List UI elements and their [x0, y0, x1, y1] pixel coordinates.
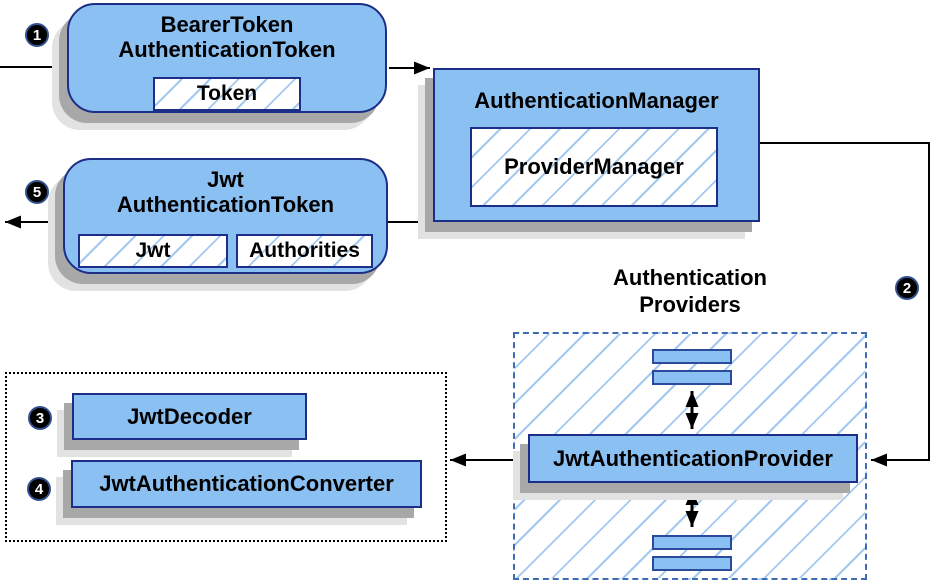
step-4-number: 4	[34, 480, 44, 498]
jwt-field-label: Jwt	[135, 239, 171, 262]
authentication-manager-title-text: AuthenticationManager	[474, 88, 719, 113]
bearer-token-title-line1: BearerToken	[160, 12, 294, 37]
token-field: Token	[153, 77, 301, 111]
jwt-decoder-node: JwtDecoder	[72, 393, 307, 440]
provider-slot-bar	[652, 349, 732, 364]
jwt-field: Jwt	[78, 234, 228, 268]
authorities-field-label: Authorities	[249, 239, 360, 262]
jwt-token-title-line1: Jwt	[207, 167, 244, 192]
provider-slot-bar	[652, 370, 732, 385]
jwt-authentication-token-node: Jwt AuthenticationToken Jwt Authorities	[63, 158, 388, 274]
authorities-field: Authorities	[236, 234, 373, 268]
step-2-badge: 2	[895, 276, 919, 300]
jwt-authentication-converter-node: JwtAuthenticationConverter	[71, 460, 422, 508]
authentication-manager-title: AuthenticationManager	[435, 70, 758, 113]
provider-slot-bar	[652, 556, 732, 571]
jwt-token-title: Jwt AuthenticationToken	[65, 160, 386, 217]
jwt-decoder-label: JwtDecoder	[127, 403, 252, 429]
jwt-token-title-line2: AuthenticationToken	[116, 192, 335, 217]
step-5-number: 5	[32, 183, 42, 201]
authentication-providers-label-line1: Authentication	[613, 265, 767, 290]
step-4-badge: 4	[27, 477, 51, 501]
step-5-badge: 5	[25, 180, 49, 204]
bearer-token-title-line2: AuthenticationToken	[118, 37, 336, 62]
step-2-number: 2	[902, 279, 912, 297]
step-3-badge: 3	[28, 406, 52, 430]
decoder-converter-group	[5, 372, 447, 542]
authentication-providers-label: Authentication Providers	[513, 264, 867, 318]
step-3-number: 3	[35, 409, 45, 427]
provider-slot-bar	[652, 535, 732, 550]
authentication-providers-label-line2: Providers	[639, 292, 741, 317]
bearer-token-authentication-token-node: BearerToken AuthenticationToken Token	[67, 3, 387, 113]
jwt-authentication-converter-label: JwtAuthenticationConverter	[99, 471, 394, 496]
bearer-token-title: BearerToken AuthenticationToken	[69, 5, 385, 62]
authentication-manager-node: AuthenticationManager ProviderManager	[433, 68, 760, 222]
jwt-authentication-provider-node: JwtAuthenticationProvider	[528, 434, 858, 483]
provider-manager-field: ProviderManager	[470, 127, 718, 207]
step-1-badge: 1	[25, 23, 49, 47]
step-1-number: 1	[32, 26, 42, 44]
jwt-authentication-provider-label: JwtAuthenticationProvider	[553, 445, 833, 471]
token-field-label: Token	[196, 82, 258, 105]
provider-manager-label: ProviderManager	[504, 154, 684, 179]
